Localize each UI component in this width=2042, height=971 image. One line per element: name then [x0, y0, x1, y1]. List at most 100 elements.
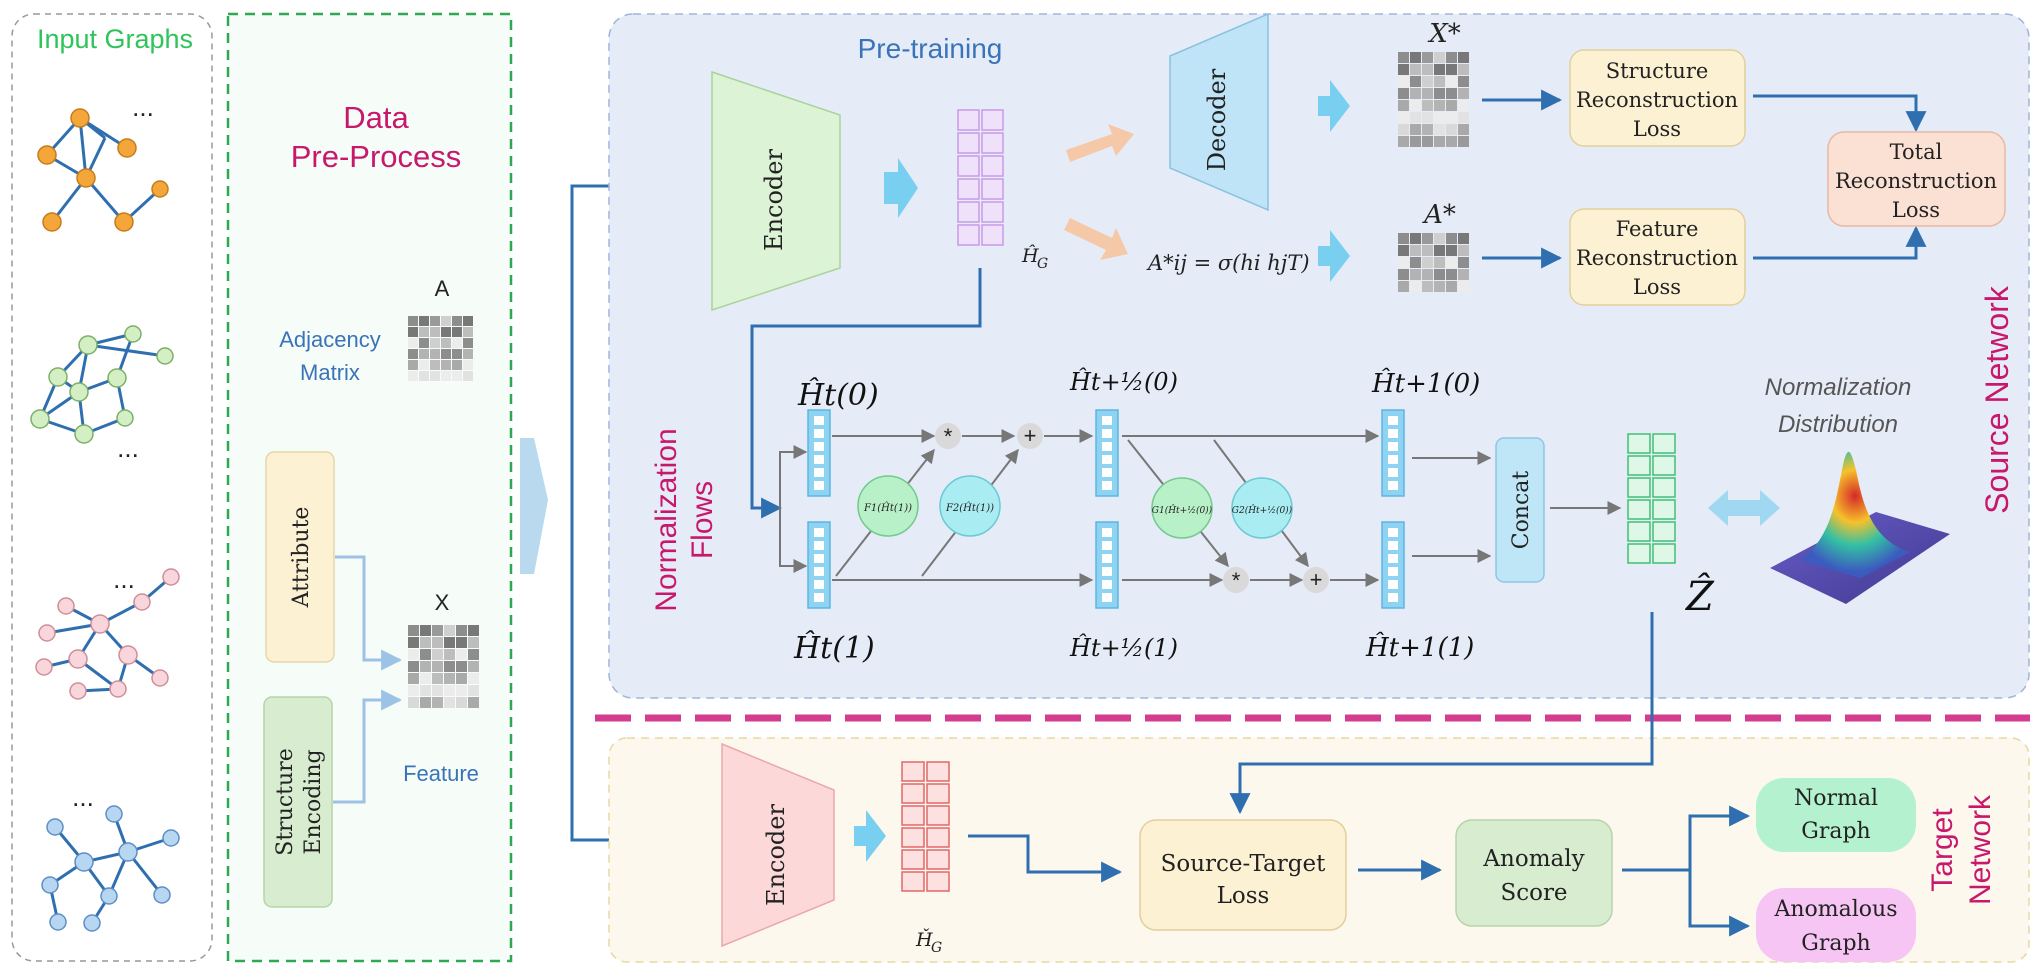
matrix-cell [430, 360, 440, 370]
to-decoder-arrow [1066, 124, 1134, 162]
matrix-cell [430, 338, 440, 348]
matrix-cell [432, 697, 443, 708]
matrix-cell [408, 625, 419, 636]
structure-label-line2: Encoding [301, 749, 326, 854]
matrix-cell [408, 661, 419, 672]
matrix-cell [1422, 112, 1433, 123]
vector-cell [957, 178, 980, 200]
add-op-1 [1017, 423, 1043, 449]
matrix-cell [432, 637, 443, 648]
attribute-to-feature-arrow [335, 555, 403, 671]
feature-matrix-icon [408, 625, 479, 708]
matrix-cell [468, 625, 479, 636]
feature-label: Feature [403, 761, 479, 786]
matrix-cell [1458, 269, 1469, 280]
target-encoder [721, 742, 835, 948]
flow-vector-cell [1388, 455, 1398, 464]
matrix-cell [1398, 269, 1409, 280]
a-star-label: A* [1422, 200, 1456, 230]
anomaly-score-box [1455, 819, 1613, 927]
feature-loss-line1: Feature [1616, 217, 1699, 241]
matrix-cell [1446, 112, 1457, 123]
anomaly-score-line1: Anomaly [1482, 846, 1584, 872]
anomalous-graph-line1: Anomalous [1773, 897, 1897, 922]
matrix-cell [1422, 100, 1433, 111]
matrix-cell [1410, 88, 1421, 99]
concat-label: Concat [1509, 471, 1534, 550]
matrix-cell [456, 637, 467, 648]
f2-function-node [939, 475, 1001, 537]
matrix-cell [1422, 281, 1433, 292]
input-graphs-panel: Input Graphs ... [11, 13, 213, 962]
ellipsis-1: ... [132, 92, 154, 122]
add-op-1-symbol: + [1024, 423, 1037, 448]
matrix-cell [456, 625, 467, 636]
input-graphs-title: Input Graphs [37, 24, 193, 54]
flow-vector-cell [1102, 429, 1112, 438]
matrix-cell [1422, 136, 1433, 147]
matrix-cell [408, 697, 419, 708]
source-encoder [711, 70, 841, 312]
ellipsis-4: ... [72, 782, 94, 812]
matrix-cell [420, 673, 431, 684]
matrix-cell [1398, 233, 1409, 244]
matrix-cell [1434, 112, 1445, 123]
matrix-cell [419, 360, 429, 370]
matrix-cell [1458, 76, 1469, 87]
decoder-output-arrow [1318, 80, 1350, 132]
pink-graph-icon [35, 568, 180, 700]
target-label-line2: Network [1964, 794, 1997, 905]
score-to-anomalous-arrow [1688, 870, 1751, 937]
matrix-cell [1410, 124, 1421, 135]
vector-cell [957, 224, 980, 246]
matrix-cell [1458, 88, 1469, 99]
z-to-loss-arrow [1229, 612, 1654, 815]
matrix-cell [408, 327, 418, 337]
matrix-cell [1458, 136, 1469, 147]
matrix-cell [1410, 257, 1421, 268]
vector-cell [926, 827, 950, 848]
matrix-cell [408, 349, 418, 359]
feature-symbol: X [435, 590, 450, 615]
matrix-cell [1446, 64, 1457, 75]
h-half1-label: Ĥt+½(1) [1069, 633, 1178, 662]
source-network-label: Source Network [1979, 285, 2015, 514]
vector-cell [901, 871, 925, 892]
z-embedding-icon [1627, 433, 1676, 564]
matrix-cell [408, 637, 419, 648]
flow-vector-cell [1388, 567, 1398, 576]
x-star-label: X* [1427, 19, 1461, 49]
matrix-cell [1458, 64, 1469, 75]
matrix-cell [1398, 100, 1409, 111]
matrix-cell [444, 625, 455, 636]
vector-cell [957, 132, 980, 154]
flow-vector-cell [1102, 580, 1112, 589]
vector-cell [1652, 433, 1676, 454]
flow-vector-cell [1388, 580, 1398, 589]
matrix-cell [456, 685, 467, 696]
hg-label: Ĥ [1021, 244, 1039, 267]
matrix-cell [1446, 269, 1457, 280]
matrix-cell [1434, 257, 1445, 268]
vector-cell [981, 201, 1004, 223]
orange-graph-icon [37, 108, 169, 232]
hg-to-flows-arrow [750, 268, 982, 519]
vector-cell [926, 849, 950, 870]
flow-vector [807, 521, 831, 609]
vector-cell [1652, 455, 1676, 476]
flow-vector-cell [814, 567, 824, 576]
z-label: Ẑ [1684, 573, 1715, 620]
matrix-cell [1410, 245, 1421, 256]
matrix-cell [1422, 257, 1433, 268]
matrix-cell [419, 327, 429, 337]
structure-to-total-arrow [1753, 94, 1927, 133]
hg-sub: G [1037, 256, 1048, 272]
h-t1-label: Ĥt(1) [793, 630, 875, 666]
structure-loss-line1: Structure [1606, 59, 1709, 83]
add-op-2-symbol: + [1310, 567, 1323, 592]
flow-vector-cell [1102, 468, 1112, 477]
x-star-matrix-icon [1398, 52, 1469, 147]
matrix-cell [1410, 76, 1421, 87]
hg-to-loss-arrow [968, 834, 1123, 883]
matrix-cell [1410, 64, 1421, 75]
